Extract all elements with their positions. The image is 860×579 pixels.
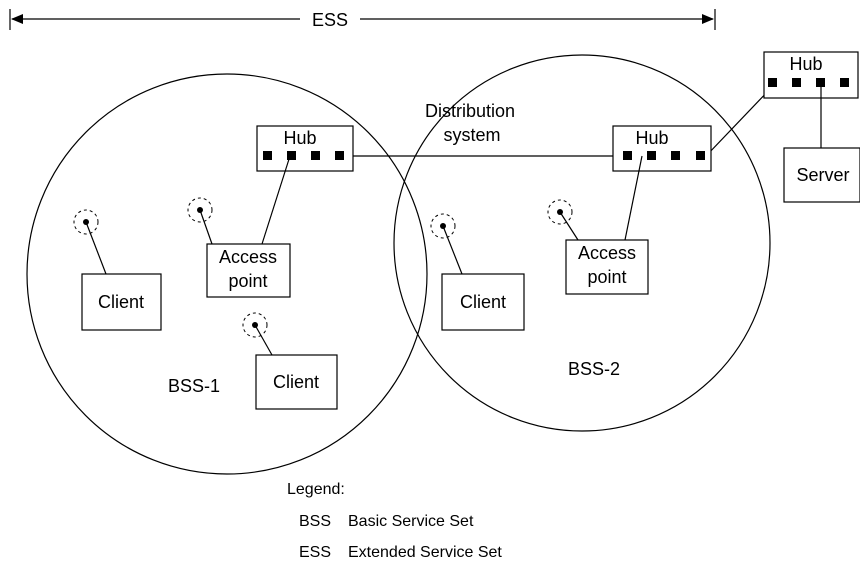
legend-text-ess: Extended Service Set (348, 544, 502, 561)
ap1-wireless-signal-icon (187, 197, 213, 223)
hub-3-port-2 (792, 78, 801, 87)
hub-3-label: Hub (789, 54, 822, 74)
client-3-label: Client (460, 292, 506, 312)
client2-antenna-dot (252, 322, 258, 328)
ap1-antenna-dot (197, 207, 203, 213)
bss-2-circle (393, 54, 771, 432)
client1-antenna-line (85, 221, 107, 275)
ap2-antenna-dot (557, 209, 563, 215)
legend-title: Legend: (287, 481, 345, 498)
hub-1-label: Hub (283, 128, 316, 148)
distribution-system-label-line2: system (443, 125, 500, 145)
hub-2-port-2 (647, 151, 656, 160)
ap1-to-hub1-link (261, 155, 291, 245)
legend-abbr-ess: ESS (299, 544, 331, 561)
hub-3-port-1 (768, 78, 777, 87)
client-2-label: Client (273, 372, 319, 392)
client-2-box (255, 354, 338, 410)
access-point-1-label-line2: point (228, 271, 267, 291)
ap2-to-hub2-link (624, 155, 643, 241)
hub-1-port-4 (335, 151, 344, 160)
hub2-to-hub3-link (705, 86, 773, 157)
hub-2-port-1 (623, 151, 632, 160)
server-box (783, 147, 860, 203)
bss-1-label: BSS-1 (168, 376, 220, 396)
ap1-antenna-line (199, 209, 213, 245)
ess-label: ESS (312, 10, 348, 30)
client1-wireless-signal-icon (73, 209, 99, 235)
hub-1-box (256, 125, 354, 172)
hub-2-port-4 (696, 151, 705, 160)
legend-abbr-bss: BSS (299, 513, 331, 530)
bss-1-circle (26, 73, 428, 475)
client3-antenna-line (442, 225, 463, 275)
access-point-1-label-line1: Access (219, 247, 277, 267)
hub-3-port-3 (816, 78, 825, 87)
client3-wireless-signal-icon (430, 213, 456, 239)
client-3-box (441, 273, 525, 331)
hub-3-port-4 (840, 78, 849, 87)
client1-antenna-dot (83, 219, 89, 225)
client3-antenna-dot (440, 223, 446, 229)
access-point-1-box (206, 243, 291, 298)
access-point-2-label-line2: point (587, 267, 626, 287)
hub-2-box (612, 125, 712, 172)
client-1-label: Client (98, 292, 144, 312)
hub-2: Hub (612, 125, 712, 172)
hub-1: Hub (256, 125, 354, 172)
client-1-box (81, 273, 162, 331)
hub-3: Hub (763, 51, 859, 99)
ess-span-arrow: ESS (9, 9, 716, 30)
hub-3-box (763, 51, 859, 99)
access-point-2-box (565, 239, 649, 295)
hub-1-port-2 (287, 151, 296, 160)
legend-text-bss: Basic Service Set (348, 513, 474, 530)
bss-2-label: BSS-2 (568, 359, 620, 379)
hub-1-port-3 (311, 151, 320, 160)
legend: Legend: BSS Basic Service Set ESS Extend… (287, 481, 502, 561)
access-point-2-label-line1: Access (578, 243, 636, 263)
client2-wireless-signal-icon (242, 312, 268, 338)
hub-2-label: Hub (635, 128, 668, 148)
server-label: Server (796, 165, 849, 185)
distribution-system-label-line1: Distribution (425, 101, 515, 121)
hub-1-port-1 (263, 151, 272, 160)
ap2-wireless-signal-icon (547, 199, 573, 225)
hub-2-port-3 (671, 151, 680, 160)
ap2-antenna-line (559, 211, 579, 241)
client2-antenna-line (254, 324, 273, 356)
